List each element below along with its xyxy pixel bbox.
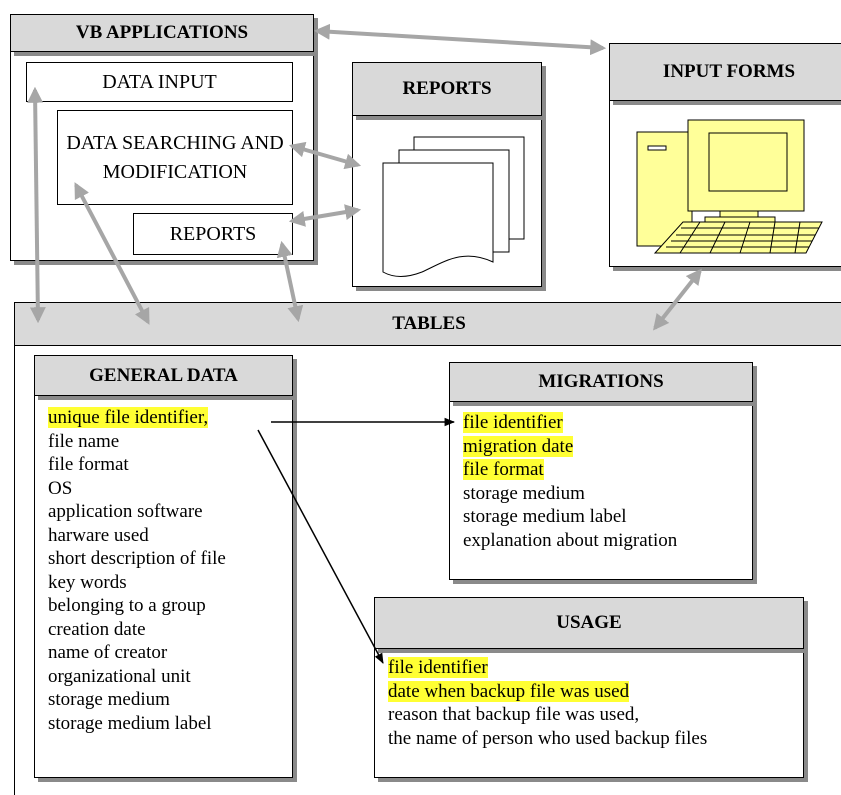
migrations-field: migration date — [463, 435, 677, 459]
general-data-field-text: storage medium — [48, 689, 170, 710]
module-reports: REPORTS — [133, 213, 293, 255]
migrations-field-text: file identifier — [463, 412, 563, 433]
module-data-input: DATA INPUT — [26, 62, 293, 102]
module-reports-label: REPORTS — [169, 222, 257, 245]
tables-title: TABLES — [392, 313, 466, 334]
usage-field: file identifier — [388, 656, 707, 680]
general-data-field: file name — [48, 430, 226, 454]
general-data-field: unique file identifier, — [48, 406, 226, 430]
migrations-header: MIGRATIONS — [449, 362, 753, 402]
general-data-field: harware used — [48, 524, 226, 548]
general-data-field: belonging to a group — [48, 594, 226, 618]
general-data-field-text: file name — [48, 430, 120, 452]
general-data-field-text: harware used — [48, 524, 149, 546]
usage-field: the name of person who used backup files — [388, 727, 707, 751]
usage-field-text: the name of person who used backup files — [388, 727, 708, 749]
reports-title: REPORTS — [402, 78, 492, 99]
general-data-field: file format — [48, 453, 226, 477]
general-data-panel — [34, 394, 293, 778]
migrations-field: storage medium label — [463, 505, 677, 529]
input-forms-header: INPUT FORMS — [609, 43, 841, 101]
migrations-field: file format — [463, 458, 677, 482]
general-data-field-text: application software — [48, 501, 203, 522]
general-data-field-text: organizational unit — [48, 665, 191, 687]
module-data-input-label: DATA INPUT — [102, 70, 217, 93]
migrations-title: MIGRATIONS — [538, 371, 664, 392]
input-forms-panel — [609, 99, 841, 267]
general-data-field: OS — [48, 477, 226, 501]
tables-frame — [14, 345, 841, 795]
general-data-field-text: storage medium label — [48, 712, 212, 734]
migrations-field-text: file format — [463, 459, 544, 480]
general-data-field: creation date — [48, 618, 226, 642]
general-data-field: application software — [48, 500, 226, 524]
general-data-field-text: creation date — [48, 618, 146, 640]
reports-panel — [352, 114, 542, 287]
general-data-field-text: file format — [48, 454, 129, 475]
general-data-field-text: short description of file — [48, 548, 226, 569]
general-data-field-text: unique file identifier, — [48, 407, 209, 428]
migrations-field-text: storage medium — [463, 482, 585, 504]
migrations-field-text: storage medium label — [463, 506, 627, 527]
vb-applications-title: VB APPLICATIONS — [75, 22, 249, 43]
general-data-field: storage medium label — [48, 712, 226, 736]
tables-header: TABLES — [14, 302, 841, 346]
general-data-field-text: key words — [48, 571, 127, 593]
input-forms-title: INPUT FORMS — [662, 61, 796, 82]
module-data-searching-label: DATA SEARCHING AND MODIFICATION — [66, 131, 284, 183]
general-data-field-text: OS — [48, 477, 73, 499]
migrations-field-text: explanation about migration — [463, 529, 678, 551]
general-data-field-text: belonging to a group — [48, 595, 206, 616]
usage-field-text: date when backup file was used — [388, 680, 630, 702]
general-data-field: key words — [48, 571, 226, 595]
migrations-field: file identifier — [463, 411, 677, 435]
migrations-field-text: migration date — [463, 435, 574, 457]
general-data-field: short description of file — [48, 547, 226, 571]
general-data-title: GENERAL DATA — [89, 364, 238, 386]
migrations-field: explanation about migration — [463, 529, 677, 553]
general-data-field: name of creator — [48, 641, 226, 665]
usage-field: reason that backup file was used, — [388, 703, 707, 727]
module-data-searching: DATA SEARCHING AND MODIFICATION — [57, 110, 293, 205]
usage-field: date when backup file was used — [388, 680, 707, 704]
usage-field-text: file identifier — [388, 657, 488, 678]
reports-header: REPORTS — [352, 62, 542, 116]
vb-applications-header: VB APPLICATIONS — [10, 14, 314, 52]
general-data-header: GENERAL DATA — [34, 355, 293, 396]
general-data-field: organizational unit — [48, 665, 226, 689]
general-data-field: storage medium — [48, 688, 226, 712]
migrations-field: storage medium — [463, 482, 677, 506]
general-data-field-text: name of creator — [48, 642, 168, 663]
usage-title: USAGE — [556, 612, 622, 633]
usage-field-text: reason that backup file was used, — [388, 704, 640, 725]
usage-header: USAGE — [374, 597, 804, 649]
arrow-vb-to-input-forms — [313, 23, 607, 56]
